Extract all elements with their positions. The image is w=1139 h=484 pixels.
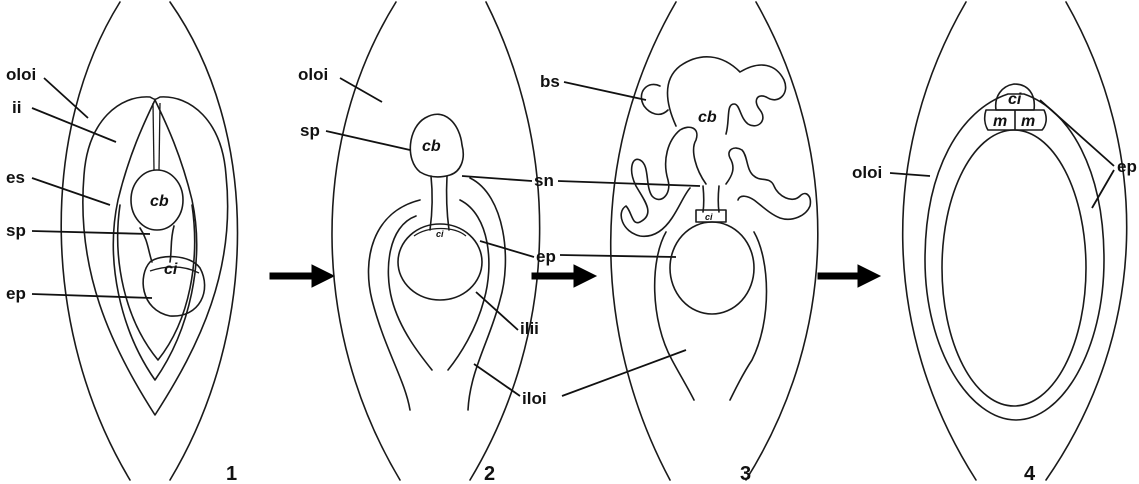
panel-3: cb ci bs 3 [540, 2, 818, 484]
panel-3-inner-integument-right [730, 232, 767, 400]
panel-1-label-ii: ii [12, 98, 21, 117]
panel-4-outer-integument-left [903, 2, 976, 480]
panel-2-label-ci: ci [436, 229, 444, 239]
panel-3-suspensor [703, 186, 719, 212]
panel-4-label-m-left: m [993, 113, 1007, 130]
panel-2-number: 2 [484, 463, 495, 484]
panel-1-inner-integument [83, 97, 228, 415]
panel-1-leader-ep [32, 294, 152, 298]
panel-1-micropyle-left [153, 103, 154, 170]
panel-2-leader-sp [326, 131, 410, 150]
shared-leader-sn-right [558, 181, 700, 186]
panel-1-micropyle-right [159, 103, 160, 170]
panel-4: ci m m oloi ep 4 [852, 2, 1137, 484]
panel-3-outer-integument-right [746, 2, 818, 480]
panel-2-label-oloi: oloi [298, 65, 328, 84]
panel-3-branched-cb [621, 127, 810, 236]
panel-3-outer-integument-left [611, 2, 676, 480]
panel-2-inner-integument-inner [388, 216, 432, 370]
panel-2-label-ilii: ilii [520, 319, 539, 338]
panel-1-inner-layer [118, 205, 195, 360]
panel-4-leader-oloi [890, 173, 930, 176]
panel-4-embryo-outline [925, 94, 1104, 420]
panel-3-embryo-proper [670, 222, 754, 314]
panel-4-embryo-inner [942, 130, 1086, 406]
panel-1-embryo-sac-layer [113, 100, 196, 380]
panel-2: cb ci oloi sp ilii 2 [298, 2, 540, 484]
panel-2-inner-integument-outer-right [468, 178, 505, 410]
panel-2-outer-integument-left [332, 2, 400, 480]
panel-1: cb ci oloi ii es sp ep 1 [6, 2, 238, 484]
panel-4-leader-ep-upper [1040, 100, 1114, 166]
panel-3-label-cb: cb [698, 109, 717, 126]
panel-3-leader-bs [564, 82, 646, 100]
panel-4-label-ep: ep [1117, 157, 1137, 176]
panel-2-leader-oloi [340, 78, 382, 102]
panel-4-label-m-right: m [1021, 113, 1035, 130]
panel-4-label-oloi: oloi [852, 163, 882, 182]
panel-1-label-cb: cb [150, 193, 169, 210]
panel-1-label-ci: ci [164, 261, 178, 278]
panel-1-leader-oloi [44, 78, 88, 118]
panel-1-label-sp: sp [6, 221, 26, 240]
arrow-2-to-3 [532, 265, 596, 287]
panel-4-label-ci: ci [1008, 91, 1022, 108]
panel-1-label-es: es [6, 168, 25, 187]
shared-label-iloi: iloi [522, 389, 547, 408]
panel-3-cb-head [668, 57, 786, 134]
shared-label-sn: sn [534, 171, 554, 190]
shared-leader-ep-right [560, 255, 676, 257]
panel-2-label-sp: sp [300, 121, 320, 140]
panel-1-number: 1 [226, 463, 237, 484]
panel-1-outer-integument-right [170, 2, 238, 480]
panel-4-number: 4 [1024, 463, 1036, 484]
panel-4-outer-integument-right [1046, 2, 1127, 480]
panel-1-leader-sp [32, 231, 150, 234]
panel-1-outer-integument-left [61, 2, 130, 480]
panel-3-label-ci: ci [705, 212, 713, 222]
panel-3-label-bs: bs [540, 72, 560, 91]
panel-3-number: 3 [740, 463, 751, 484]
arrow-3-to-4 [818, 265, 880, 287]
panel-2-leader-ilii [476, 292, 518, 330]
panel-1-label-ep: ep [6, 284, 26, 303]
panel-2-suspensor [430, 176, 449, 230]
panel-2-label-cb: cb [422, 138, 441, 155]
panel-1-leader-es [32, 178, 110, 205]
shared-label-ep: ep [536, 247, 556, 266]
shared-leader-iloi-left [474, 364, 520, 396]
arrow-1-to-2 [270, 265, 334, 287]
panel-1-label-oloi: oloi [6, 65, 36, 84]
